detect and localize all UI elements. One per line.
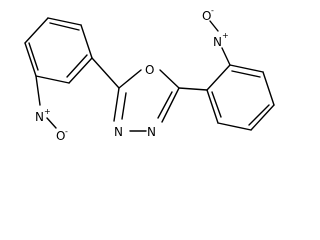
left-ring-bond-2 bbox=[35, 75, 70, 84]
left-ring-bond-5 bbox=[47, 17, 82, 26]
left-ring-double-2 bbox=[28, 42, 39, 71]
right-benzene-ring bbox=[178, 64, 275, 131]
right-nitro-oxygen-charge: - bbox=[211, 6, 214, 15]
right-ring-bond-6 bbox=[206, 89, 219, 124]
left-ring-bond-3 bbox=[24, 42, 37, 77]
bond-n3-c2-double bbox=[121, 92, 127, 120]
bond-right-ring-to-nitro bbox=[221, 47, 231, 66]
right-ring-double-3 bbox=[211, 91, 222, 118]
left-ring-bond-6 bbox=[80, 24, 93, 59]
ring-nitrogen-left-label: N bbox=[114, 125, 123, 139]
bond-n3-c2 bbox=[113, 87, 120, 122]
left-nitro-nitrogen-charge: + bbox=[44, 107, 51, 116]
ring-nitrogen-right-label: N bbox=[147, 125, 156, 139]
right-ring-bond-2 bbox=[229, 64, 264, 73]
bond-right-ring-to-c5 bbox=[178, 87, 208, 91]
bond-left-ring-to-c2 bbox=[91, 57, 120, 89]
bond-left-ring-to-nitro bbox=[35, 75, 41, 106]
right-ring-double-1 bbox=[231, 70, 261, 78]
right-ring-bond-1 bbox=[206, 64, 231, 91]
oxadiazole-ring: O N N bbox=[113, 63, 180, 139]
left-ring-double-3 bbox=[49, 22, 80, 31]
left-nitro-oxygen-label: O bbox=[56, 129, 65, 143]
right-nitro-group: N + O - bbox=[202, 6, 231, 66]
bond-c5-n4 bbox=[161, 87, 180, 123]
right-ring-double-2 bbox=[248, 104, 270, 126]
ring-oxygen-label: O bbox=[145, 63, 154, 77]
left-benzene-ring bbox=[24, 17, 120, 89]
bond-right-nitro-n-o bbox=[209, 20, 219, 32]
left-nitro-nitrogen-label: N bbox=[35, 110, 44, 124]
right-ring-bond-4 bbox=[250, 104, 275, 131]
bond-left-nitro-n-o bbox=[46, 117, 57, 129]
right-nitro-nitrogen-charge: + bbox=[222, 31, 229, 40]
right-ring-bond-3 bbox=[262, 71, 275, 106]
left-ring-bond-1 bbox=[68, 57, 93, 84]
bond-c5-n4-double bbox=[157, 91, 173, 119]
right-nitro-oxygen-label: O bbox=[202, 9, 211, 23]
left-nitro-group: N + O - bbox=[35, 75, 68, 143]
left-ring-bond-4 bbox=[24, 17, 49, 44]
right-ring-bond-5 bbox=[217, 122, 252, 131]
left-ring-double-1 bbox=[66, 54, 88, 78]
bond-o1-c5 bbox=[159, 69, 180, 89]
molecule-structure-diagram: O N N N + O - bbox=[24, 6, 275, 143]
right-nitro-nitrogen-label: N bbox=[213, 35, 222, 49]
bond-c2-o1 bbox=[118, 69, 142, 89]
left-nitro-oxygen-charge: - bbox=[65, 127, 68, 136]
